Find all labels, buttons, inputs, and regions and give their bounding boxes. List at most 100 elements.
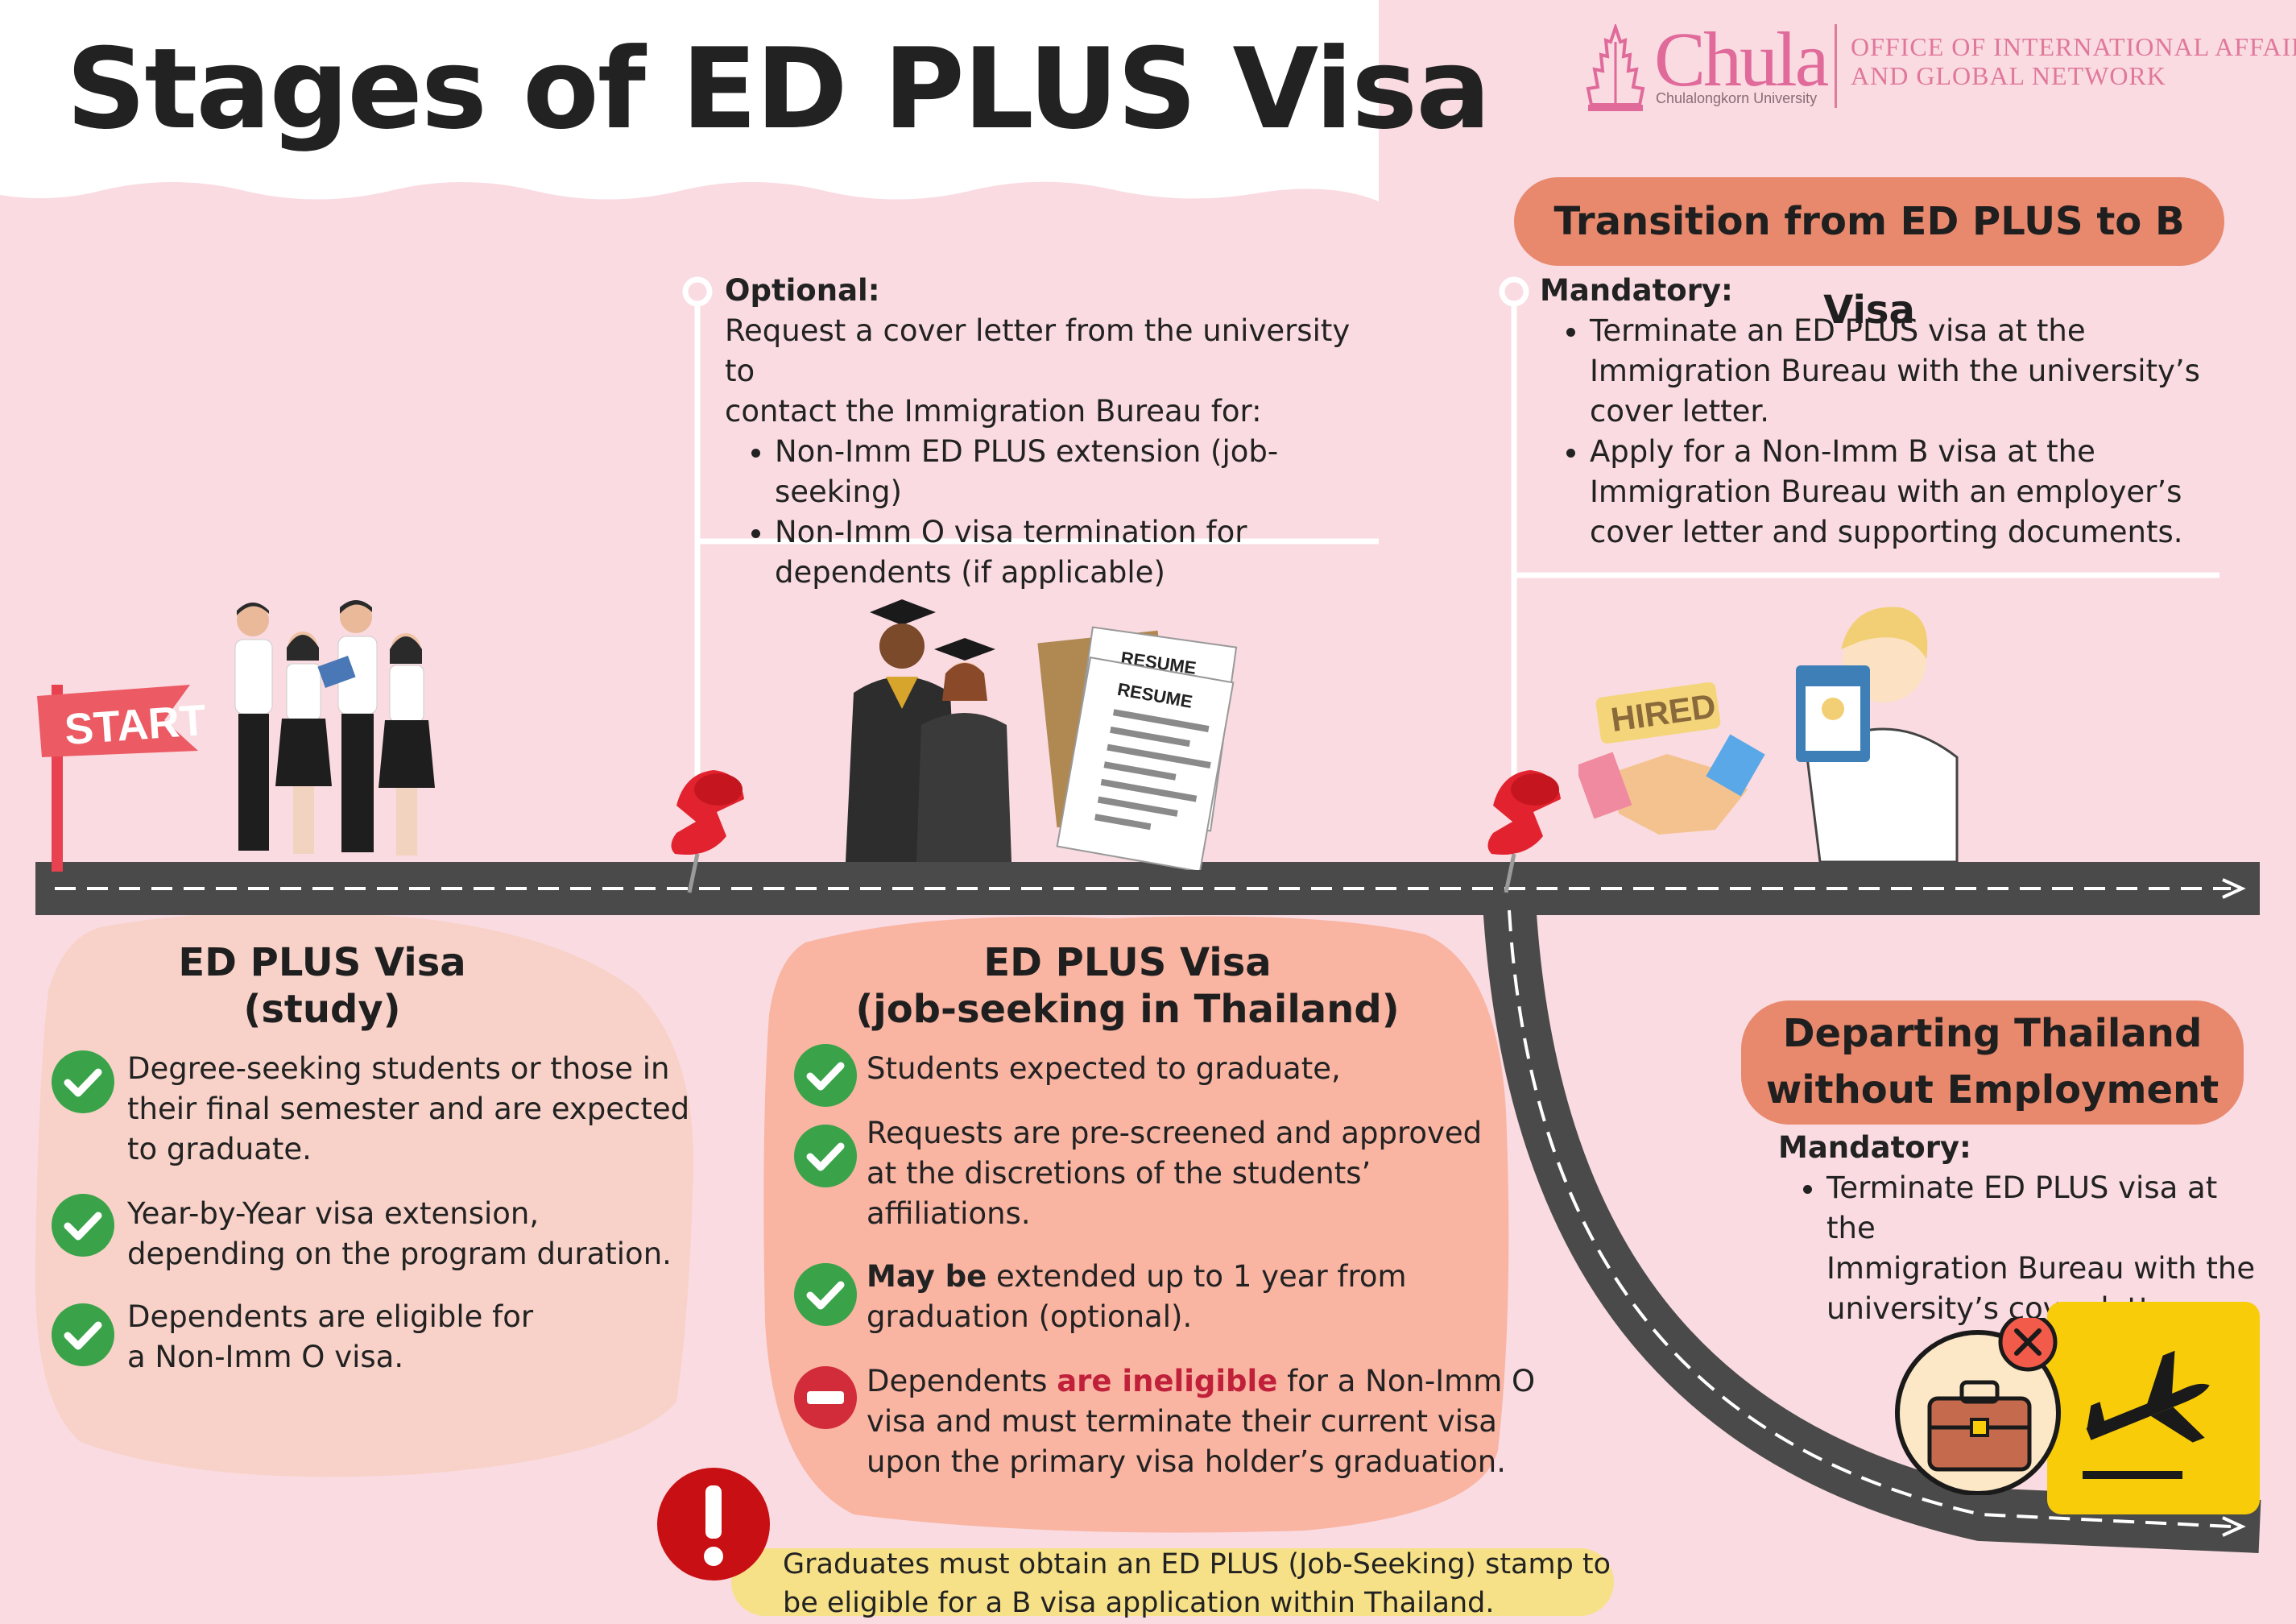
transition-pill: Transition from ED PLUS to B Visa xyxy=(1514,177,2224,333)
check-icon xyxy=(52,1050,114,1113)
no-entry-icon xyxy=(794,1366,857,1429)
optional-heading: Optional: xyxy=(725,273,880,308)
jobseek-i3-line1: May be extended up to 1 year from xyxy=(867,1257,1407,1297)
office-name: OFFICE OF INTERNATIONAL AFFAIRS AND GLOB… xyxy=(1851,32,2296,90)
office-name-line1: OFFICE OF INTERNATIONAL AFFAIRS xyxy=(1851,32,2296,61)
road-main xyxy=(35,862,2260,915)
study-i2-line1: Year-by-Year visa extension, xyxy=(127,1196,540,1231)
departure-plane-icon xyxy=(2047,1302,2260,1514)
jobseek-item-dependents: Dependents are ineligible for a Non-Imm … xyxy=(867,1361,1535,1482)
jobseek-i2-line2: at the discretions of the students’ xyxy=(867,1156,1371,1191)
jobseek-i3-line2: graduation (optional). xyxy=(867,1299,1193,1334)
transition-b2-line1: Apply for a Non-Imm B visa at the xyxy=(1590,434,2095,469)
road-arrow-main xyxy=(2222,878,2246,899)
chula-emblem-icon xyxy=(1586,24,1645,111)
jobseek-blob xyxy=(763,916,1509,1533)
departing-pill-line1: Departing Thailand xyxy=(1782,1011,2203,1056)
study-i1-line3: to graduate. xyxy=(127,1132,312,1166)
transition-bullet-terminate: Terminate an ED PLUS visa at the Immigra… xyxy=(1590,311,2232,432)
jobseek-i2-line3: affiliations. xyxy=(867,1196,1031,1231)
transition-b1-line1: Terminate an ED PLUS visa at the xyxy=(1590,313,2086,348)
graduate-2 xyxy=(916,638,1011,862)
logo-subtitle: Chulalongkorn University xyxy=(1656,90,1818,106)
start-flag-icon: START xyxy=(37,685,208,872)
study-i1-line2: their final semester and are expected xyxy=(127,1092,690,1126)
departing-pill: Departing Thailand without Employment xyxy=(1741,1000,2244,1125)
jobseek-i4-post: for a Non-Imm O xyxy=(1277,1364,1536,1398)
student-3 xyxy=(317,600,378,852)
optional-bullet-termination-line2: dependents (if applicable) xyxy=(775,555,1165,590)
jobseek-title-line2: (job-seeking in Thailand) xyxy=(855,987,1400,1032)
departing-heading: Mandatory: xyxy=(1778,1130,1971,1165)
pin-optional-icon xyxy=(671,770,744,893)
study-title-line2: (study) xyxy=(243,987,401,1032)
transition-box: Mandatory: Terminate an ED PLUS visa at … xyxy=(1540,271,2232,553)
study-i3-line2: a Non-Imm O visa. xyxy=(127,1340,404,1374)
jobseek-title: ED PLUS Visa (job-seeking in Thailand) xyxy=(838,939,1417,1033)
office-name-line2: AND GLOBAL NETWORK xyxy=(1851,61,2166,90)
logo-wordmark: Chula xyxy=(1654,16,1829,102)
page-title: Stages of ED PLUS Visa xyxy=(66,24,1491,154)
notice-banner xyxy=(731,1548,1614,1616)
exclamation-icon xyxy=(657,1468,770,1580)
jobseek-i1: Students expected to graduate, xyxy=(867,1051,1341,1086)
study-title-line1: ED PLUS Visa xyxy=(178,940,466,985)
road-arrow-branch xyxy=(2222,1516,2246,1537)
optional-box: Optional: Request a cover letter from th… xyxy=(725,271,1385,593)
new-hire-person xyxy=(1796,607,1959,862)
check-icon xyxy=(794,1044,857,1107)
briefcase-cancel-icon xyxy=(1895,1318,2061,1495)
student-4 xyxy=(379,633,435,856)
transition-b1-line2: Immigration Bureau with the university’s xyxy=(1590,354,2200,388)
optional-bullet-termination-line1: Non-Imm O visa termination for xyxy=(775,515,1247,549)
logo-divider xyxy=(1835,24,1837,108)
hired-illustration: HIRED xyxy=(1578,607,1959,862)
check-icon xyxy=(794,1263,857,1326)
jobseek-i3-bold: May be xyxy=(867,1259,987,1294)
jobseek-i4-ineligible: are ineligible xyxy=(1057,1364,1278,1398)
mandatory-node-icon xyxy=(1499,276,1529,307)
jobseek-item-graduate: Students expected to graduate, xyxy=(867,1049,1341,1089)
transition-list: Terminate an ED PLUS visa at the Immigra… xyxy=(1540,311,2232,553)
check-icon xyxy=(52,1303,114,1366)
jobseek-i4-line1: Dependents are ineligible for a Non-Imm … xyxy=(867,1361,1535,1402)
optional-intro-line1: Request a cover letter from the universi… xyxy=(725,313,1351,388)
departing-list: Terminate ED PLUS visa at the Immigratio… xyxy=(1778,1168,2261,1329)
optional-bullet-termination: Non-Imm O visa termination for dependent… xyxy=(775,512,1385,593)
notice-line2: be eligible for a B visa application wit… xyxy=(783,1587,1495,1619)
jobseek-i3-rest: extended up to 1 year from xyxy=(987,1259,1407,1294)
transition-b2-line3: cover letter and supporting documents. xyxy=(1590,515,2183,549)
departing-b1-line2: Immigration Bureau with the xyxy=(1826,1251,2256,1286)
check-icon xyxy=(794,1125,857,1187)
study-title: ED PLUS Visa (study) xyxy=(121,939,523,1033)
handshake-icon xyxy=(1578,734,1765,835)
departing-box: Mandatory: Terminate ED PLUS visa at the… xyxy=(1778,1128,2261,1329)
departing-b1-line1: Terminate ED PLUS visa at the xyxy=(1826,1170,2218,1245)
transition-b1-line3: cover letter. xyxy=(1590,394,1770,429)
optional-node-icon xyxy=(682,276,713,307)
transition-b2-line2: Immigration Bureau with an employer’s xyxy=(1590,474,2182,509)
hired-sign: HIRED xyxy=(1595,682,1721,744)
notice-line1: Graduates must obtain an ED PLUS (Job-Se… xyxy=(783,1548,1611,1580)
jobseek-i2-line1: Requests are pre-screened and approved xyxy=(867,1116,1483,1150)
transition-heading: Mandatory: xyxy=(1540,273,1733,308)
study-blob xyxy=(35,912,694,1477)
student-2 xyxy=(275,632,332,854)
optional-intro-line2: contact the Immigration Bureau for: xyxy=(725,394,1262,429)
check-icon xyxy=(52,1194,114,1257)
optional-bullet-extension: Non-Imm ED PLUS extension (job-seeking) xyxy=(775,432,1385,512)
students-illustration xyxy=(234,600,435,856)
jobseek-item-extension: May be extended up to 1 year from gradua… xyxy=(867,1257,1407,1337)
study-i3-line1: Dependents are eligible for xyxy=(127,1299,534,1334)
study-i1-line1: Degree-seeking students or those in xyxy=(127,1051,670,1086)
study-item-extension: Year-by-Year visa extension, depending o… xyxy=(127,1194,672,1274)
notice-text: Graduates must obtain an ED PLUS (Job-Se… xyxy=(783,1545,1611,1622)
jobseek-i4-line2: visa and must terminate their current vi… xyxy=(867,1404,1497,1439)
study-i2-line2: depending on the program duration. xyxy=(127,1237,672,1271)
road-branch-dashes xyxy=(1508,909,2232,1528)
graduates-illustration xyxy=(846,599,1011,862)
jobseek-title-line1: ED PLUS Visa xyxy=(983,940,1272,985)
resume-illustration: RESUME RESUME xyxy=(1037,626,1238,870)
start-flag-label: START xyxy=(63,696,208,754)
